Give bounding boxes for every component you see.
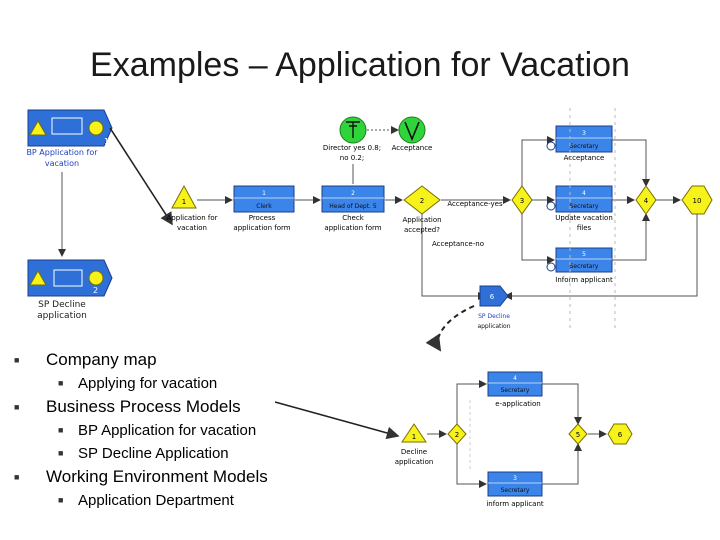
timer-event-director[interactable] (339, 116, 367, 144)
bullet-applying-for-vacation: ■Applying for vacation (58, 375, 218, 392)
decline-task-secretary-2[interactable]: 3 Secretary (487, 471, 543, 497)
task-update-caption-b: files (577, 224, 592, 232)
bullet-application-department: ■Application Department (58, 492, 234, 509)
decline-task-1-caption: e-application (495, 400, 540, 408)
decline-gateway[interactable]: 2 (447, 423, 467, 445)
task-head-caption-b: application form (324, 224, 381, 232)
bullet-business-process-models: ■Business Process Models (14, 397, 241, 416)
gateway-join[interactable]: 4 (635, 185, 657, 215)
task-update-number: 4 (582, 190, 586, 197)
task-head-label: Head of Dept. 5 (329, 203, 377, 210)
task-acceptance-caption: Acceptance (564, 154, 605, 162)
task-secretary-inform[interactable]: 5 Secretary (546, 247, 613, 273)
company-map-process-2-caption-b: application (37, 311, 87, 321)
bullet-bp-application: ■BP Application for vacation (58, 422, 257, 439)
bullet-sp-decline: ■SP Decline Application (58, 445, 229, 462)
company-map-process-2-caption-a: SP Decline (38, 300, 86, 310)
gateway-application-accepted[interactable]: 2 (403, 185, 441, 215)
end-event[interactable]: 10 (681, 185, 713, 215)
company-map-process-1-number: 1 (104, 137, 109, 146)
subprocess-caption-b: application (477, 323, 510, 330)
gateway-no-label: Acceptance-no (432, 240, 484, 248)
gateway-yes-label: Acceptance-yes (447, 200, 503, 208)
decline-task-1-label: Secretary (501, 387, 530, 394)
start-event-number: 1 (182, 198, 186, 206)
decline-task-2-number: 3 (513, 475, 517, 482)
decline-gateway-number: 2 (455, 431, 459, 439)
task-clerk[interactable]: 1 Clerk (233, 185, 295, 213)
accept-event-caption: Acceptance (392, 144, 433, 152)
start-event-caption-b: vacation (177, 224, 207, 232)
subprocess-caption-a: SP Decline (478, 313, 510, 320)
decline-start-number: 1 (412, 433, 416, 441)
task-clerk-number: 1 (262, 190, 266, 197)
gateway-number: 2 (420, 197, 424, 205)
task-clerk-label: Clerk (256, 203, 272, 210)
gateway-split-number: 3 (520, 197, 524, 205)
company-map-process-1-caption-b: vacation (45, 159, 79, 168)
task-inform-caption: Inform applicant (555, 276, 613, 284)
decline-join-gateway[interactable]: 5 (568, 423, 588, 445)
task-clerk-caption-b: application form (233, 224, 290, 232)
task-head-of-dept[interactable]: 2 Head of Dept. 5 (321, 185, 385, 213)
task-clerk-caption-a: Process (249, 214, 276, 222)
task-head-number: 2 (351, 190, 355, 197)
subprocess-number: 6 (490, 293, 495, 301)
decline-join-number: 5 (576, 431, 580, 439)
decline-end-number: 6 (618, 431, 623, 439)
task-update-caption-a: Update vacation (555, 214, 613, 222)
timer-event-caption-a: Director yes 0.8; (323, 144, 381, 152)
task-head-caption-a: Check (342, 214, 364, 222)
task-secretary-update[interactable]: 4 Secretary (546, 185, 613, 213)
company-map-process-1-caption-a: BP Application for (26, 148, 98, 157)
task-acceptance-label: Secretary (570, 143, 599, 150)
bullet-working-environment: ■Working Environment Models (14, 467, 268, 486)
timer-event-caption-b: no 0.2; (340, 154, 364, 162)
task-inform-number: 5 (582, 251, 586, 258)
bullet-company-map: ■Company map (14, 350, 157, 369)
task-update-label: Secretary (570, 203, 599, 210)
decline-task-2-caption: inform applicant (486, 500, 544, 508)
decline-task-1-number: 4 (513, 375, 517, 382)
page-title: Examples – Application for Vacation (90, 46, 630, 84)
bullet-list: ■Company map ■Applying for vacation ■Bus… (14, 348, 314, 512)
task-secretary-acceptance[interactable]: 3 Secretary (546, 125, 613, 153)
gateway-join-number: 4 (644, 197, 649, 205)
company-map-process-2[interactable]: 2 (27, 259, 113, 297)
accept-event[interactable] (398, 116, 426, 144)
decline-end-event[interactable]: 6 (607, 423, 633, 445)
task-acceptance-number: 3 (582, 130, 586, 137)
company-map-process-2-number: 2 (93, 286, 98, 295)
company-map-process-1[interactable]: 1 (27, 109, 113, 147)
decline-task-2-label: Secretary (501, 487, 530, 494)
gateway-split[interactable]: 3 (511, 185, 533, 215)
decline-task-secretary-1[interactable]: 4 Secretary (487, 371, 543, 397)
start-event-application[interactable]: 1 (171, 184, 197, 209)
decline-start-event[interactable]: 1 (401, 423, 427, 443)
decline-start-caption-a: Decline (401, 448, 427, 456)
subprocess-decline[interactable]: 6 (479, 285, 509, 307)
start-event-caption-a: Application for (167, 214, 218, 222)
end-event-number: 10 (693, 197, 702, 205)
task-inform-label: Secretary (570, 263, 599, 270)
decline-start-caption-b: application (395, 458, 434, 466)
